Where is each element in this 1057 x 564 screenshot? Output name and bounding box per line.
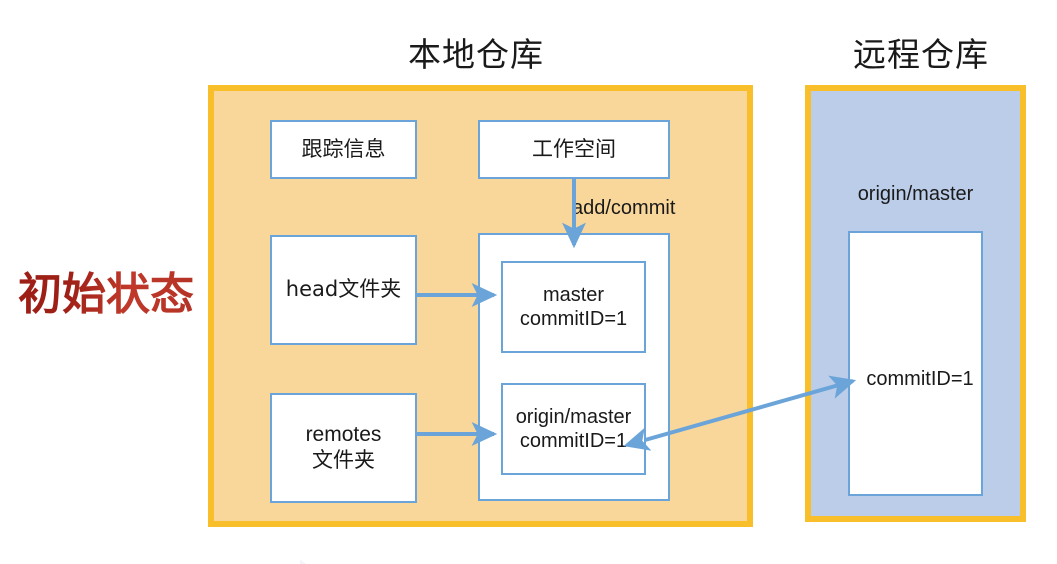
origin-master-tracking-name: origin/master — [515, 405, 632, 428]
local-repo-title: 本地仓库 — [408, 35, 544, 74]
master-branch-box: master commitID=1 — [501, 261, 646, 353]
head-folder-label: head文件夹 — [285, 277, 402, 302]
remotes-folder-line1: remotes — [305, 423, 382, 447]
remote-commit-box — [848, 231, 983, 496]
head-folder-box: head文件夹 — [270, 235, 417, 345]
tracking-info-label: 跟踪信息 — [301, 136, 386, 161]
remotes-folder-line2: 文件夹 — [311, 448, 375, 472]
tracking-info-box: 跟踪信息 — [270, 120, 417, 179]
state-caption: 初始状态 — [18, 258, 194, 322]
master-branch-name: master — [542, 283, 605, 306]
origin-master-tracking-commit: commitID=1 — [519, 430, 628, 452]
master-branch-text: master commitID=1 — [520, 283, 627, 332]
add-commit-label: add/commit — [572, 197, 676, 219]
workspace-box: 工作空间 — [478, 120, 670, 179]
master-branch-commit: commitID=1 — [519, 308, 628, 330]
remote-branch-label: origin/master — [857, 183, 974, 205]
workspace-label: 工作空间 — [532, 136, 616, 161]
remotes-folder-box: remotes 文件夹 — [270, 393, 417, 503]
watermark — [300, 524, 760, 564]
origin-master-tracking-text: origin/master commitID=1 — [516, 405, 632, 454]
remote-repo-title: 远程仓库 — [853, 35, 989, 74]
origin-master-tracking-box: origin/master commitID=1 — [501, 383, 646, 475]
remote-commit-label: commitID=1 — [866, 368, 974, 390]
remotes-folder-label: remotes 文件夹 — [306, 422, 382, 473]
